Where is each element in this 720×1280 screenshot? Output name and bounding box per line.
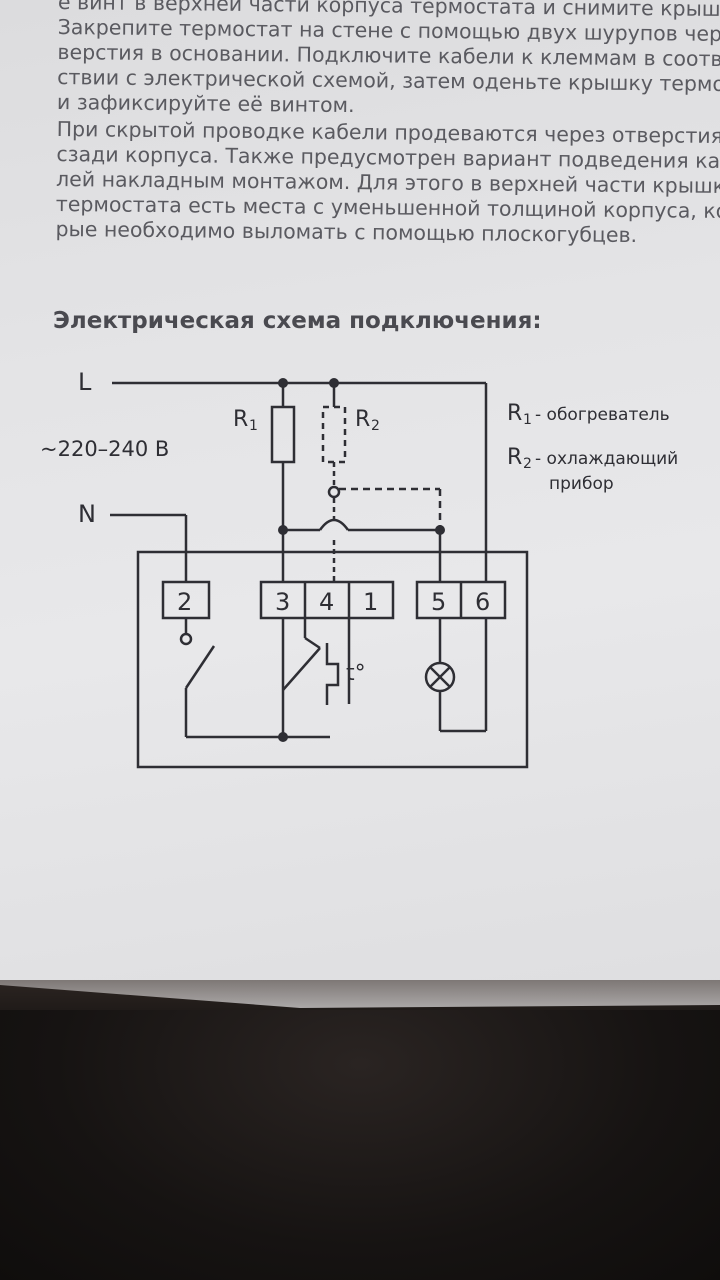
terminal-block-341 (259, 580, 395, 620)
r2-resistor (321, 405, 347, 464)
legend-r2-sub: 2 (523, 456, 532, 472)
label-r1-sub: 1 (249, 418, 258, 434)
wiring-diagram: L N ~220–240 В R 1 R 2 2 3 4 1 5 6 t° R … (40, 368, 678, 769)
label-r1: R (233, 407, 248, 432)
paper-sheet (0, 0, 720, 1008)
r1-resistor (270, 405, 296, 464)
terminal-5-label: 5 (431, 588, 446, 616)
legend-r2-desc: - охлаждающий (535, 449, 678, 469)
label-r2-sub: 2 (371, 418, 380, 434)
thermostat-housing (136, 550, 529, 769)
label-l: L (78, 368, 92, 396)
legend-r1-desc: - обогреватель (535, 405, 670, 425)
terminal-2-label: 2 (177, 588, 192, 616)
legend-r1: R (507, 401, 522, 426)
legend-r2: R (507, 445, 522, 470)
terminal-1-label: 1 (363, 588, 378, 616)
thermostat-bimetal (325, 643, 340, 705)
terminal-3-label: 3 (275, 588, 290, 616)
thermo-symbol: t° (346, 661, 366, 686)
thermostat-contact (282, 647, 321, 691)
diagram-heading: Электрическая схема подключения: (53, 308, 542, 334)
legend-r2-desc-2: прибор (549, 474, 614, 494)
label-r2: R (355, 407, 370, 432)
label-n: N (78, 500, 96, 528)
table-surface (0, 1010, 720, 1280)
terminal-4-label: 4 (319, 588, 334, 616)
legend-r1-sub: 1 (523, 412, 532, 428)
terminal-6-label: 6 (475, 588, 490, 616)
label-voltage: ~220–240 В (40, 437, 169, 461)
power-switch (184, 645, 216, 689)
